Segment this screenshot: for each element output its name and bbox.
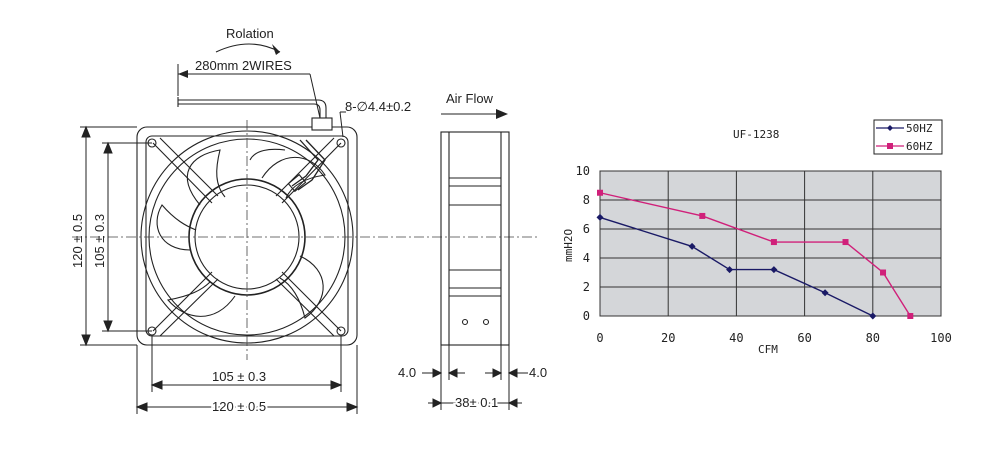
chart-point-60hz bbox=[907, 313, 914, 319]
chart-x-tick-label: 0 bbox=[596, 331, 603, 345]
legend-label-60hz: 60HZ bbox=[906, 140, 933, 153]
chart-y-tick-label: 0 bbox=[583, 309, 590, 323]
chart-y-tick-label: 6 bbox=[583, 222, 590, 236]
chart-point-60hz bbox=[699, 212, 706, 219]
chart-series-line-50hz bbox=[599, 216, 874, 317]
rotation-label: Rolation bbox=[226, 26, 274, 41]
chart-legend: 50HZ 60HZ bbox=[873, 119, 943, 155]
holes-label: 8-∅4.4±0.2 bbox=[345, 99, 411, 114]
wires-label: 280mm 2WIRES bbox=[195, 58, 292, 73]
chart-y-tick-label: 8 bbox=[583, 193, 590, 207]
chart-y-label: mmH2O bbox=[562, 229, 575, 262]
chart-x-tick-label: 60 bbox=[797, 331, 811, 345]
height-dims bbox=[80, 125, 152, 347]
height-inner-label: 105 ± 0.3 bbox=[92, 214, 107, 268]
width-dims bbox=[135, 336, 359, 414]
chart-plot-area bbox=[599, 170, 942, 317]
chart-grid bbox=[599, 170, 942, 317]
rotation-arrow bbox=[215, 43, 281, 53]
depth-label: 38± 0.1 bbox=[455, 395, 498, 410]
chart-y-tick-label: 2 bbox=[583, 280, 590, 294]
chart-point-60hz bbox=[880, 269, 887, 276]
flange-left-label: 4.0 bbox=[398, 365, 416, 380]
air-flow-label: Air Flow bbox=[446, 91, 494, 106]
chart-point-50hz bbox=[726, 266, 734, 274]
chart-x-tick-label: 20 bbox=[661, 331, 675, 345]
width-outer-label: 120 ± 0.5 bbox=[212, 399, 266, 414]
chart-series-line-60hz bbox=[599, 192, 911, 317]
chart-title: UF-1238 bbox=[733, 128, 779, 141]
chart-point-60hz bbox=[770, 239, 777, 246]
legend-label-50hz: 50HZ bbox=[906, 122, 933, 135]
chart-y-tick-label: 4 bbox=[583, 251, 590, 265]
chart-point-60hz bbox=[597, 189, 603, 196]
chart-series bbox=[596, 189, 914, 320]
chart-point-50hz bbox=[770, 266, 778, 274]
chart-x-label: CFM bbox=[758, 343, 778, 356]
chart-point-50hz bbox=[869, 312, 877, 320]
wire-lead bbox=[177, 97, 333, 131]
chart-x-tick-label: 80 bbox=[866, 331, 880, 345]
chart-x-tick-label: 40 bbox=[729, 331, 743, 345]
chart-point-50hz bbox=[688, 242, 696, 250]
width-inner-label: 105 ± 0.3 bbox=[212, 369, 266, 384]
legend-marker-50hz bbox=[887, 125, 893, 131]
flange-right-label: 4.0 bbox=[529, 365, 547, 380]
chart-point-60hz bbox=[842, 239, 849, 246]
chart-y-ticks: 0 2 4 6 8 10 bbox=[576, 164, 590, 323]
chart-x-tick-label: 100 bbox=[930, 331, 952, 345]
side-dims bbox=[422, 345, 528, 410]
performance-chart: 0 20 40 60 80 100 0 2 4 6 8 10 UF-1238 CFM mmH2O 5… bbox=[562, 119, 952, 356]
rotation-arrowhead bbox=[272, 44, 280, 55]
wires-dim-arrow bbox=[178, 70, 188, 78]
chart-y-tick-label: 10 bbox=[576, 164, 590, 178]
center-lines bbox=[72, 120, 540, 360]
holes-leader bbox=[339, 111, 344, 138]
fan-side-view bbox=[440, 131, 510, 346]
legend-marker-60hz bbox=[887, 143, 893, 149]
height-outer-label: 120 ± 0.5 bbox=[70, 214, 85, 268]
chart-point-50hz bbox=[596, 213, 604, 221]
chart-x-ticks: 0 20 40 60 80 100 bbox=[596, 331, 951, 345]
chart-point-50hz bbox=[821, 289, 829, 297]
